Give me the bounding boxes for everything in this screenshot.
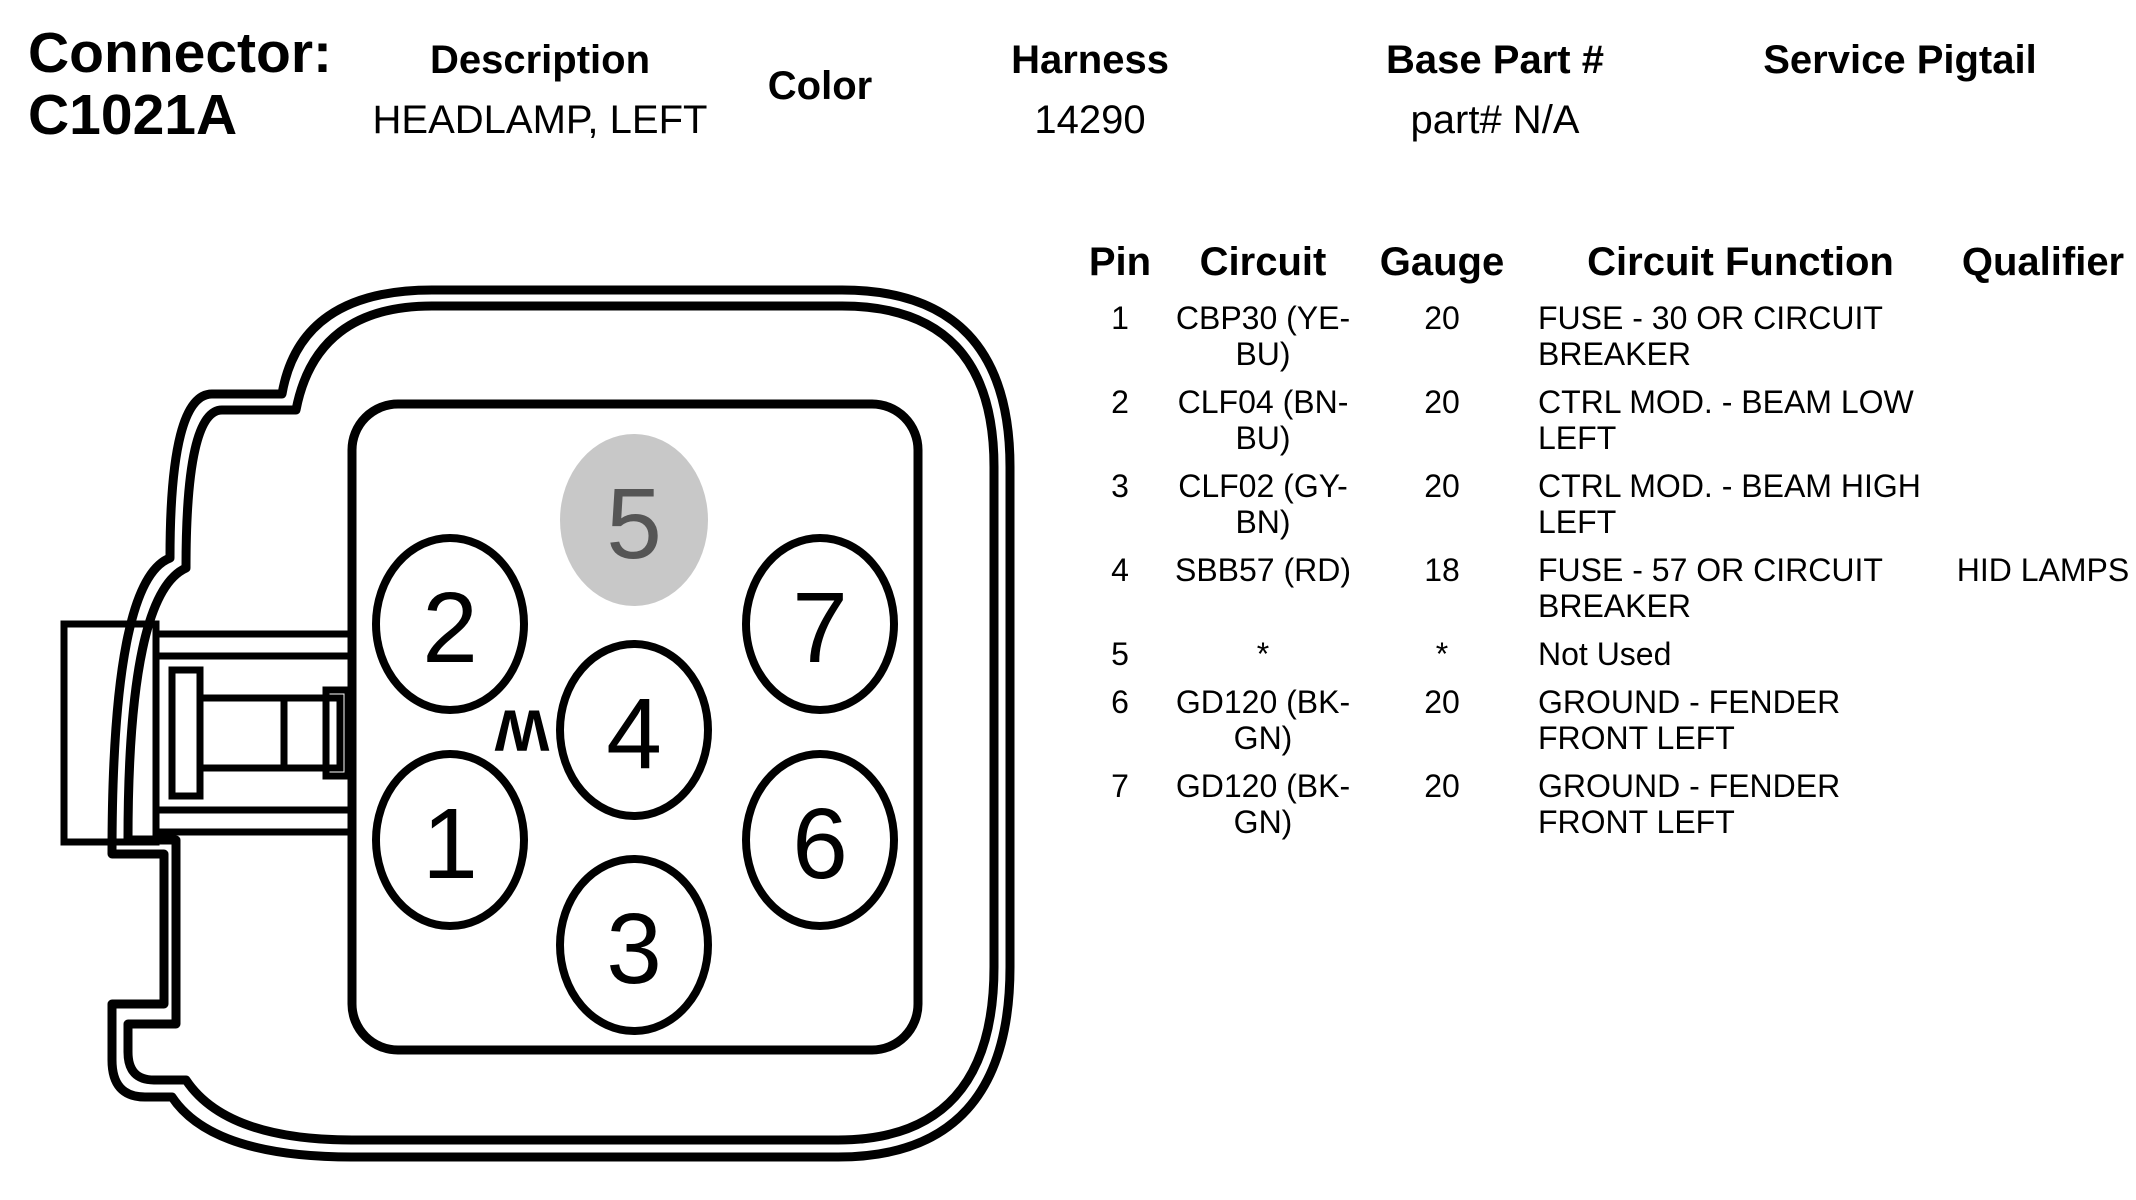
cell-pin: 1 bbox=[1111, 300, 1129, 336]
cell-gauge: 20 bbox=[1424, 300, 1460, 336]
pin-number-label: 3 bbox=[606, 893, 662, 1005]
cell-circuit: CLF02 (GY-BN) bbox=[1178, 468, 1348, 540]
cell-circuit: GD120 (BK-GN) bbox=[1175, 768, 1351, 840]
description-value: HEADLAMP, LEFT bbox=[372, 98, 708, 142]
cell-pin: 4 bbox=[1111, 552, 1129, 588]
cell-gauge: 20 bbox=[1424, 468, 1460, 504]
cell-function: Not Used bbox=[1538, 636, 1672, 672]
cell-pin: 5 bbox=[1111, 636, 1129, 672]
cell-pin: 2 bbox=[1111, 384, 1129, 420]
cell-pin: 7 bbox=[1111, 768, 1129, 804]
cell-pin: 3 bbox=[1111, 468, 1129, 504]
pin-cavity bbox=[742, 534, 898, 714]
base-part-column: Base Part # part# N/A bbox=[1350, 36, 1640, 144]
pin-cavity bbox=[372, 534, 528, 714]
table-row: 2 CLF04 (BN-BU) 20 CTRL MOD. - BEAM LOW … bbox=[1070, 384, 2133, 468]
table-row: 6 GD120 (BK-GN) 20 GROUND - FENDER FRONT… bbox=[1070, 684, 2133, 768]
harness-label: Harness bbox=[1011, 38, 1169, 82]
cell-function: FUSE - 57 OR CIRCUIT BREAKER bbox=[1538, 552, 1883, 624]
table-row: 4 SBB57 (RD) 18 FUSE - 57 OR CIRCUIT BRE… bbox=[1070, 552, 2133, 636]
pin-number-label: 4 bbox=[606, 678, 662, 790]
description-column: Description HEADLAMP, LEFT bbox=[340, 36, 740, 144]
base-part-value: part# N/A bbox=[1410, 98, 1580, 142]
cell-circuit: CLF04 (BN-BU) bbox=[1177, 384, 1349, 456]
header-pin: Pin bbox=[1088, 240, 1152, 284]
connector-latch bbox=[60, 620, 356, 846]
service-pigtail-label: Service Pigtail bbox=[1763, 38, 2037, 82]
table-row: 1 CBP30 (YE-BU) 20 FUSE - 30 OR CIRCUIT … bbox=[1070, 300, 2133, 384]
cell-gauge: 20 bbox=[1424, 684, 1460, 720]
pin-number-label: 7 bbox=[792, 572, 848, 684]
cell-qualifier bbox=[1953, 684, 2133, 768]
service-pigtail-column: Service Pigtail bbox=[1720, 36, 2080, 84]
header-gauge: Gauge bbox=[1379, 240, 1505, 284]
cell-function: FUSE - 30 OR CIRCUIT BREAKER bbox=[1538, 300, 1883, 372]
cell-qualifier bbox=[1953, 384, 2133, 468]
table-row: 7 GD120 (BK-GN) 20 GROUND - FENDER FRONT… bbox=[1070, 768, 2133, 852]
cell-function: GROUND - FENDER FRONT LEFT bbox=[1538, 684, 1841, 756]
table-row: 3 CLF02 (GY-BN) 20 CTRL MOD. - BEAM HIGH… bbox=[1070, 468, 2133, 552]
base-part-label: Base Part # bbox=[1386, 38, 1604, 82]
description-label: Description bbox=[429, 38, 651, 82]
cell-circuit: CBP30 (YE-BU) bbox=[1175, 300, 1351, 372]
pin-5: 5 bbox=[560, 434, 708, 606]
cell-gauge: 20 bbox=[1424, 384, 1460, 420]
connector-label: Connector: bbox=[28, 21, 332, 85]
cell-function: CTRL MOD. - BEAM LOW LEFT bbox=[1538, 384, 1914, 456]
pin-cavity bbox=[556, 855, 712, 1035]
pin-3: 3 bbox=[556, 855, 712, 1035]
pin-1: 1 bbox=[372, 750, 528, 930]
pin-cavity bbox=[742, 750, 898, 930]
cell-function: GROUND - FENDER FRONT LEFT bbox=[1538, 768, 1841, 840]
pin-4: 4 bbox=[556, 640, 712, 820]
harness-value: 14290 bbox=[1034, 98, 1146, 142]
key-letter-w: W bbox=[494, 698, 549, 763]
cell-qualifier bbox=[1953, 300, 2133, 384]
pins-layer: 1 2 3 4 5 6 7 bbox=[372, 434, 898, 1035]
cell-pin: 6 bbox=[1111, 684, 1129, 720]
connector-face-diagram: W 1 2 3 4 5 6 7 bbox=[60, 285, 1015, 1162]
cell-circuit: * bbox=[1256, 636, 1270, 672]
cell-circuit: SBB57 (RD) bbox=[1174, 552, 1352, 588]
cell-qualifier: HID LAMPS bbox=[1956, 552, 2130, 588]
color-label: Color bbox=[767, 64, 873, 108]
cell-function: CTRL MOD. - BEAM HIGH LEFT bbox=[1538, 468, 1921, 540]
table-row: 5 * * Not Used bbox=[1070, 636, 2133, 684]
connector-title: Connector: C1021A bbox=[28, 22, 332, 146]
pin-7: 7 bbox=[742, 534, 898, 714]
pin-2: 2 bbox=[372, 534, 528, 714]
pin-number-label: 2 bbox=[422, 572, 478, 684]
connector-id: C1021A bbox=[28, 83, 238, 147]
pin-cavity bbox=[372, 750, 528, 930]
cell-gauge: 18 bbox=[1424, 552, 1460, 588]
pin-number-label: 6 bbox=[792, 788, 848, 900]
pin-cavity bbox=[560, 434, 708, 606]
cell-qualifier bbox=[1953, 768, 2133, 852]
harness-column: Harness 14290 bbox=[960, 36, 1220, 144]
pin-6: 6 bbox=[742, 750, 898, 930]
cell-gauge: * bbox=[1435, 636, 1449, 672]
pin-number-label: 1 bbox=[422, 788, 478, 900]
header-qualifier: Qualifier bbox=[1961, 240, 2125, 284]
cell-qualifier bbox=[1953, 636, 2133, 684]
cell-circuit: GD120 (BK-GN) bbox=[1175, 684, 1351, 756]
color-column: Color bbox=[720, 62, 920, 110]
header-circuit-function: Circuit Function bbox=[1587, 240, 1894, 284]
pin-cavity bbox=[556, 640, 712, 820]
header-circuit: Circuit bbox=[1199, 240, 1327, 284]
pin-number-label: 5 bbox=[606, 468, 662, 580]
cell-gauge: 20 bbox=[1424, 768, 1460, 804]
cell-qualifier bbox=[1953, 468, 2133, 552]
pin-table-header: Pin Circuit Gauge Circuit Function Quali… bbox=[1070, 238, 2133, 300]
pin-table: Pin Circuit Gauge Circuit Function Quali… bbox=[1070, 238, 2133, 852]
